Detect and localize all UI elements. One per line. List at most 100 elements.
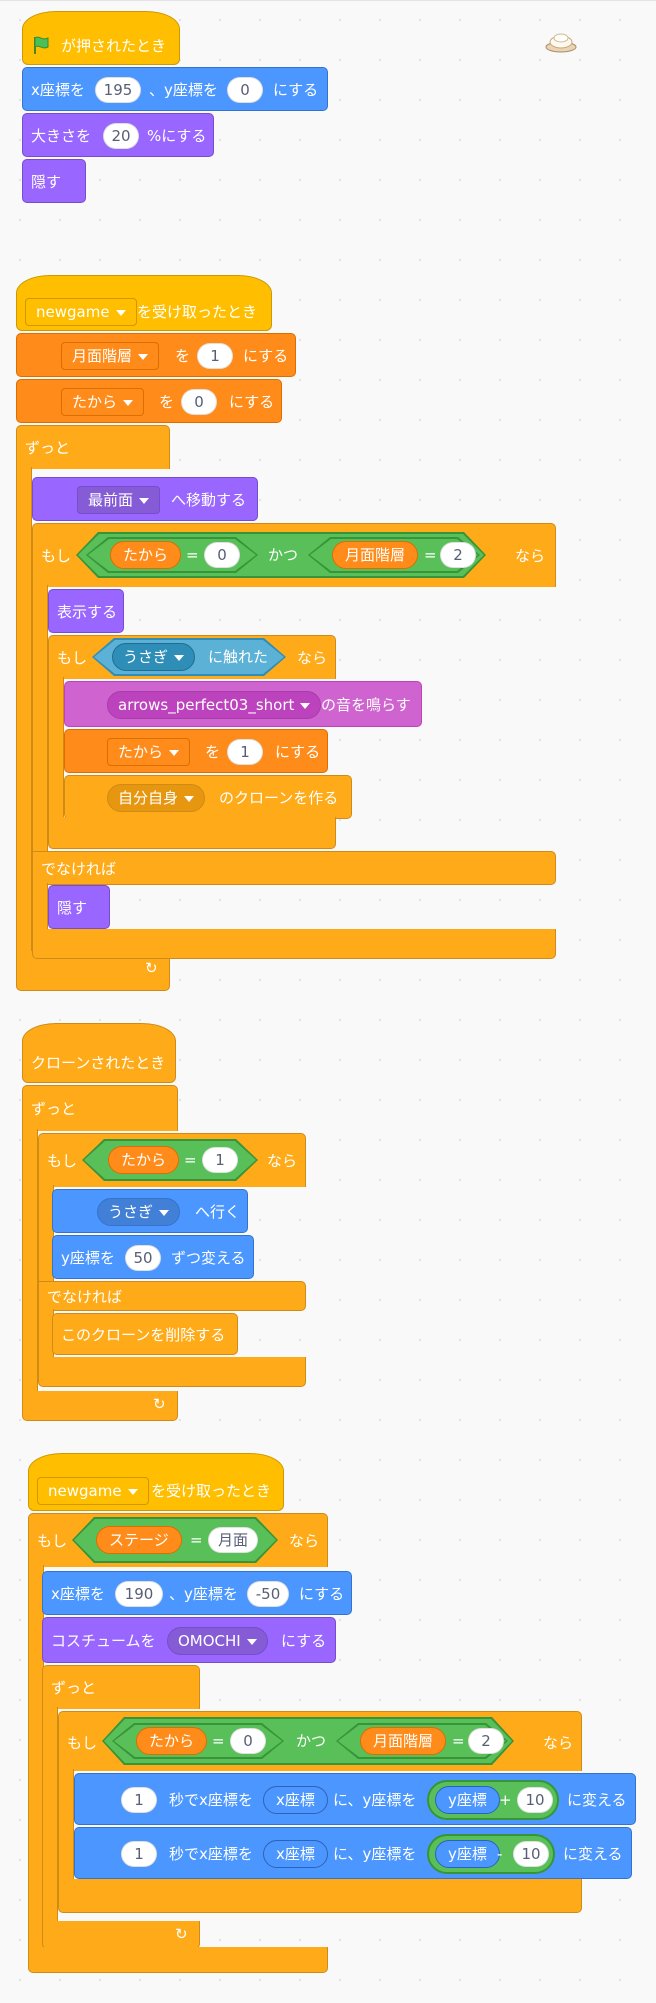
block-text: ずっと <box>25 439 71 457</box>
set-variable-block[interactable]: たから を 1 にする <box>64 729 328 773</box>
block-text: 秒でx座標を <box>169 1791 253 1809</box>
value-input[interactable]: 10 <box>517 1787 553 1813</box>
forever-bottom: ↻ <box>42 1921 200 1949</box>
else-arm <box>32 883 48 931</box>
y-position-reporter[interactable]: y座標 <box>435 1840 500 1868</box>
glide-to-xy-block[interactable]: 1 秒でx座標を x座標 に、y座標を y座標 + 10 に変える <box>74 1773 636 1825</box>
value-input[interactable]: 1 <box>202 1147 238 1173</box>
seconds-input[interactable]: 1 <box>121 1841 157 1867</box>
variable-dropdown[interactable]: たから <box>61 388 145 416</box>
value-input[interactable]: 1 <box>227 739 263 765</box>
if-arm <box>32 585 48 853</box>
go-to-xy-block[interactable]: x座標を 195 、y座標を 0 にする <box>22 67 328 111</box>
hide-block[interactable]: 隠す <box>22 159 86 203</box>
when-receive-hat[interactable]: newgame を受け取ったとき <box>16 275 272 331</box>
x-position-reporter[interactable]: x座標 <box>263 1840 328 1868</box>
rice-cake-icon <box>545 31 577 53</box>
if-arm <box>38 1185 54 1281</box>
variable-reporter[interactable]: たから <box>108 1146 180 1174</box>
forever-block[interactable]: ずっと <box>22 1085 178 1131</box>
costume-dropdown[interactable]: OMOCHI <box>167 1627 268 1655</box>
value-input[interactable]: 0 <box>181 389 217 415</box>
block-text: にする <box>299 1585 345 1603</box>
forever-block[interactable]: ずっと <box>16 425 170 469</box>
variable-dropdown[interactable]: たから <box>107 738 191 766</box>
when-clone-start-hat[interactable]: クローンされたとき <box>22 1023 176 1083</box>
sprite-dropdown[interactable]: うさぎ <box>112 643 196 671</box>
block-text: = <box>186 546 199 564</box>
glide-to-xy-block[interactable]: 1 秒でx座標を x座標 に、y座標を y座標 - 10 に変える <box>74 1827 632 1879</box>
block-text: もし <box>67 1734 98 1752</box>
block-text: 隠す <box>31 173 62 191</box>
go-to-sprite-block[interactable]: うさぎ へ行く <box>52 1189 248 1233</box>
block-text: クローンされたとき <box>31 1054 166 1072</box>
variable-reporter[interactable]: ステージ <box>96 1526 182 1554</box>
start-sound-block[interactable]: arrows_perfect03_short の音を鳴らす <box>64 681 422 727</box>
go-to-xy-block[interactable]: x座標を 190 、y座標を -50 にする <box>42 1571 352 1615</box>
block-text: なら <box>543 1734 574 1752</box>
forever-block[interactable]: ずっと <box>42 1665 200 1709</box>
hide-block[interactable]: 隠す <box>48 885 110 929</box>
block-text: もし <box>41 547 72 565</box>
when-flag-clicked-hat[interactable]: が押されたとき <box>22 11 180 65</box>
value-input[interactable]: 1 <box>197 343 233 369</box>
block-text: = <box>452 1732 465 1750</box>
block-text: もし <box>57 649 88 667</box>
block-text: に変える <box>567 1791 627 1809</box>
set-variable-block[interactable]: 月面階層 を 1 にする <box>16 333 296 377</box>
value-input[interactable]: 0 <box>204 542 240 568</box>
if-bottom <box>48 817 336 849</box>
block-text: にする <box>229 393 275 411</box>
seconds-input[interactable]: 1 <box>121 1787 157 1813</box>
value-input[interactable]: 月面 <box>208 1527 258 1553</box>
x-position-reporter[interactable]: x座標 <box>263 1786 328 1814</box>
block-text: ずっと <box>51 1679 97 1697</box>
set-variable-block[interactable]: たから を 0 にする <box>16 379 282 423</box>
block-text: 大きさを <box>31 127 92 145</box>
variable-reporter[interactable]: 月面階層 <box>332 541 419 569</box>
delete-clone-block[interactable]: このクローンを削除する <box>52 1313 238 1355</box>
block-text: なら <box>515 547 546 565</box>
block-text: = <box>212 1732 225 1750</box>
value-input[interactable]: 2 <box>440 542 476 568</box>
switch-costume-block[interactable]: コスチュームを OMOCHI にする <box>42 1617 336 1663</box>
block-text: でなければ <box>47 1288 123 1306</box>
size-input[interactable]: 20 <box>103 123 139 149</box>
block-text: x座標を <box>31 81 85 99</box>
value-input[interactable]: 10 <box>513 1841 549 1867</box>
value-input[interactable]: 50 <box>125 1245 161 1271</box>
block-text: の音を鳴らす <box>321 696 411 714</box>
x-input[interactable]: 190 <box>115 1581 163 1607</box>
x-input[interactable]: 195 <box>95 77 141 103</box>
block-text: を <box>159 393 175 411</box>
value-input[interactable]: 0 <box>230 1728 266 1754</box>
message-dropdown[interactable]: newgame <box>25 298 137 326</box>
clone-target-dropdown[interactable]: 自分自身 <box>107 784 206 812</box>
block-text: もし <box>47 1152 78 1170</box>
create-clone-block[interactable]: 自分自身 のクローンを作る <box>64 775 352 819</box>
sound-dropdown[interactable]: arrows_perfect03_short <box>107 691 322 719</box>
change-y-block[interactable]: y座標を 50 ずつ変える <box>52 1235 254 1279</box>
when-receive-hat[interactable]: newgame を受け取ったとき <box>28 1453 284 1511</box>
sprite-dropdown[interactable]: うさぎ <box>97 1198 181 1226</box>
go-to-front-block[interactable]: 最前面 へ移動する <box>32 477 258 521</box>
y-input[interactable]: 0 <box>227 77 263 103</box>
block-text: へ行く <box>195 1203 241 1221</box>
block-text: にする <box>275 743 321 761</box>
variable-reporter[interactable]: たから <box>136 1727 208 1755</box>
else-bar: でなければ <box>38 1281 306 1311</box>
value-input[interactable]: 2 <box>468 1728 504 1754</box>
variable-reporter[interactable]: 月面階層 <box>360 1727 447 1755</box>
block-text: ずつ変える <box>171 1249 246 1267</box>
layer-dropdown[interactable]: 最前面 <box>77 486 161 514</box>
variable-reporter[interactable]: たから <box>110 541 182 569</box>
set-size-block[interactable]: 大きさを 20 %にする <box>22 113 214 157</box>
variable-dropdown[interactable]: 月面階層 <box>61 342 160 370</box>
block-text: にする <box>281 1632 327 1650</box>
block-text: に触れた <box>208 648 269 666</box>
y-position-reporter[interactable]: y座標 <box>435 1786 500 1814</box>
block-text: に、y座標を <box>333 1791 417 1809</box>
y-input[interactable]: -50 <box>247 1581 289 1607</box>
show-block[interactable]: 表示する <box>48 589 124 633</box>
message-dropdown[interactable]: newgame <box>37 1477 149 1505</box>
